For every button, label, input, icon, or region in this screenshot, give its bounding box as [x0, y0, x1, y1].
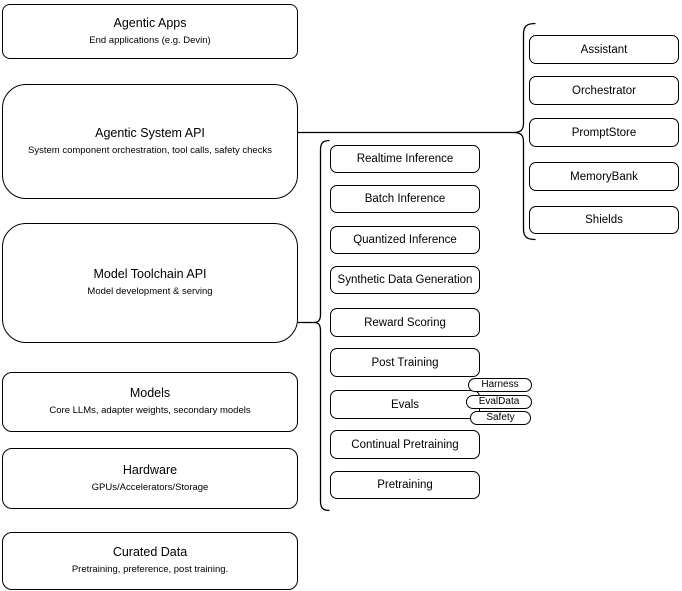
node-title: Agentic Apps: [113, 15, 187, 30]
node-label: PromptStore: [571, 126, 637, 139]
node-label: Continual Pretraining: [351, 438, 459, 451]
bracket-system-components: [512, 22, 536, 241]
node-label: Evals: [390, 398, 420, 411]
node-title: Model Toolchain API: [93, 267, 207, 282]
node-subtitle: System component orchestration, tool cal…: [28, 144, 272, 156]
node-label: Realtime Inference: [356, 153, 454, 165]
node-hardware: Hardware GPUs/Accelerators/Storage: [2, 448, 298, 509]
bracket-toolchain-services: [313, 139, 330, 512]
node-label: MemoryBank: [570, 170, 638, 183]
node-label: Pretraining: [377, 479, 433, 491]
node-label: Reward Scoring: [364, 316, 446, 329]
node-subtitle: Core LLMs, adapter weights, secondary mo…: [49, 405, 251, 417]
node-subtitle: End applications (e.g. Devin): [89, 34, 211, 46]
tag-safety: Safety: [470, 411, 531, 425]
node-model-toolchain-api: Model Toolchain API Model development & …: [2, 223, 298, 343]
node-label: Shields: [585, 214, 623, 226]
node-title: Curated Data: [112, 545, 188, 560]
node-synthetic-data-generation: Synthetic Data Generation: [330, 266, 480, 294]
node-title: Agentic System API: [95, 125, 205, 140]
node-reward-scoring: Reward Scoring: [330, 308, 480, 337]
node-quantized-inference: Quantized Inference: [330, 226, 480, 254]
node-shields: Shields: [529, 206, 679, 234]
node-subtitle: GPUs/Accelerators/Storage: [91, 481, 209, 493]
node-models: Models Core LLMs, adapter weights, secon…: [2, 372, 298, 432]
node-title: Models: [129, 386, 171, 401]
node-post-training: Post Training: [330, 348, 480, 377]
node-orchestrator: Orchestrator: [529, 76, 679, 105]
node-assistant: Assistant: [529, 35, 679, 64]
node-label: Batch Inference: [364, 193, 446, 205]
node-continual-pretraining: Continual Pretraining: [330, 430, 480, 459]
node-title: Hardware: [122, 462, 178, 477]
node-label: Orchestrator: [572, 84, 636, 97]
node-agentic-apps: Agentic Apps End applications (e.g. Devi…: [2, 4, 298, 59]
tag-label: EvalData: [478, 396, 520, 407]
node-agentic-system-api: Agentic System API System component orch…: [2, 84, 298, 199]
node-realtime-inference: Realtime Inference: [330, 145, 480, 173]
node-subtitle: Pretraining, preference, post training.: [71, 564, 229, 576]
tag-label: Safety: [486, 412, 515, 423]
node-label: Post Training: [371, 356, 439, 369]
tag-label: Harness: [481, 379, 519, 390]
node-evals: Evals: [330, 390, 480, 419]
node-curated-data: Curated Data Pretraining, preference, po…: [2, 532, 298, 590]
node-batch-inference: Batch Inference: [330, 185, 480, 213]
node-subtitle: Model development & serving: [87, 286, 213, 298]
tag-harness: Harness: [468, 378, 532, 392]
node-memorybank: MemoryBank: [529, 162, 679, 191]
node-label: Synthetic Data Generation: [337, 274, 473, 286]
node-pretraining: Pretraining: [330, 471, 480, 499]
node-label: Assistant: [580, 43, 628, 56]
tag-evaldata: EvalData: [466, 395, 532, 409]
node-label: Quantized Inference: [353, 234, 457, 246]
node-promptstore: PromptStore: [529, 118, 679, 147]
